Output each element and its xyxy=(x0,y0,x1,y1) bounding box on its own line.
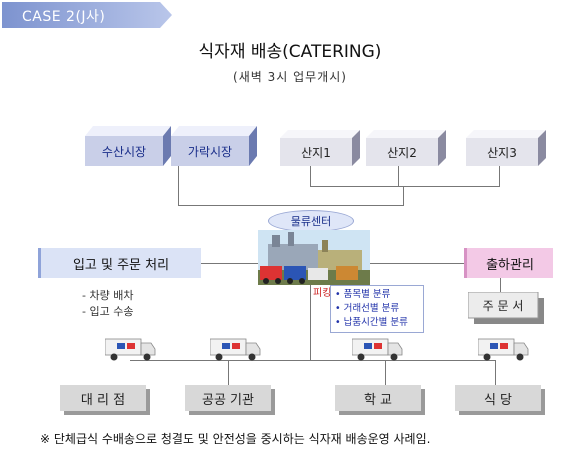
delivery-truck-icon xyxy=(478,338,529,361)
delivery-truck-icon xyxy=(105,338,156,361)
destination-label: 대 리 점 xyxy=(80,392,126,408)
destination-box: 학 교 xyxy=(335,385,425,415)
picking-item: • 거래선별 분류 xyxy=(335,303,400,314)
connector xyxy=(310,166,311,186)
connector xyxy=(310,285,311,360)
connector xyxy=(500,278,501,292)
connector xyxy=(228,360,229,385)
destination-box: 공공 기관 xyxy=(185,385,275,415)
origin-label: 산지2 xyxy=(387,145,417,160)
page-title: 식자재 배송(CATERING) xyxy=(198,42,382,62)
picking-label: 피킹 xyxy=(313,288,332,299)
case-tag-shape xyxy=(2,2,172,28)
destination-box: 대 리 점 xyxy=(60,385,150,415)
market-box: 수산시장 xyxy=(85,126,171,166)
order-document-shape xyxy=(468,292,544,324)
connector xyxy=(398,166,399,186)
origin-box: 산지3 xyxy=(466,130,546,166)
destination-label: 식 당 xyxy=(483,392,513,408)
connector xyxy=(130,360,495,361)
page-subtitle: (새벽 3시 업무개시) xyxy=(233,70,347,84)
case-tag-label: CASE 2(J사) xyxy=(22,9,106,25)
destination-label: 공공 기관 xyxy=(202,392,254,408)
market-box: 가락시장 xyxy=(171,126,257,166)
receiving-note: - 차량 배차 xyxy=(82,289,134,302)
origin-label: 산지1 xyxy=(301,145,331,160)
connector xyxy=(200,263,260,264)
origin-label: 산지3 xyxy=(487,145,517,160)
destination-label: 학 교 xyxy=(363,392,393,408)
box-3d-shape xyxy=(366,130,446,166)
origin-box: 산지1 xyxy=(280,130,360,166)
connector xyxy=(178,166,179,206)
delivery-truck-icon xyxy=(352,338,403,361)
connector xyxy=(499,166,500,186)
picking-panel: • 품목별 분류 • 거래선별 분류 • 납품시간별 분류 xyxy=(330,285,424,333)
market-label: 수산시장 xyxy=(101,144,147,159)
box-3d-shape xyxy=(280,130,360,166)
case-tag: CASE 2(J사) xyxy=(2,2,172,28)
receiving-note: - 입고 수송 xyxy=(82,305,134,318)
box-shape xyxy=(185,385,275,415)
origin-box: 산지2 xyxy=(366,130,446,166)
footer-note: ※ 단체급식 수배송으로 청결도 및 안전성을 중시하는 식자재 배송운영 사례… xyxy=(40,432,431,446)
box-shape xyxy=(455,385,545,415)
market-label: 가락시장 xyxy=(187,144,233,159)
connector xyxy=(385,360,386,385)
picking-item: • 품목별 분류 xyxy=(335,289,391,300)
warehouse-illustration xyxy=(258,230,370,285)
box-3d-shape xyxy=(171,126,257,166)
box-3d-shape xyxy=(466,130,546,166)
order-document-label: 주 문 서 xyxy=(482,298,524,313)
connector xyxy=(178,205,403,206)
box-shape xyxy=(335,385,425,415)
box-shape xyxy=(60,385,150,415)
connector xyxy=(403,186,404,206)
picking-item: • 납품시간별 분류 xyxy=(335,317,408,328)
shipping-box: 출하관리 xyxy=(464,248,553,278)
connector xyxy=(495,360,496,385)
receiving-box: 입고 및 주문 처리 xyxy=(38,248,201,278)
center-label: 물류센터 xyxy=(268,210,354,232)
destination-box: 식 당 xyxy=(455,385,545,415)
connector xyxy=(370,263,464,264)
delivery-truck-icon xyxy=(210,338,261,361)
connector xyxy=(310,186,500,187)
box-3d-shape xyxy=(85,126,171,166)
